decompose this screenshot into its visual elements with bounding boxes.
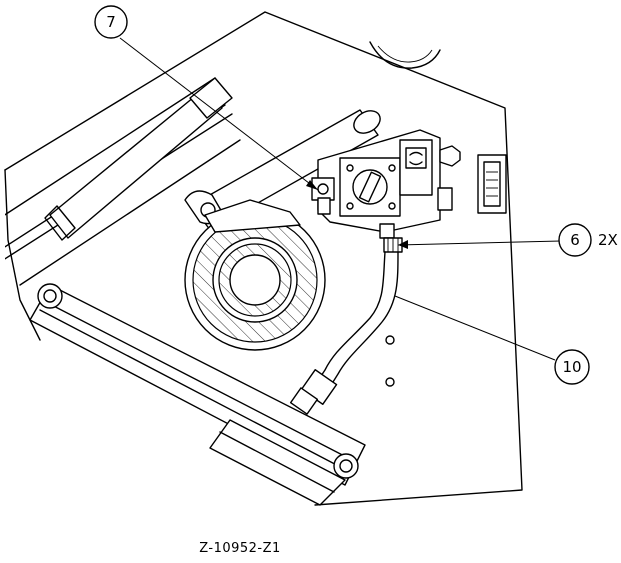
callout-10: 10 <box>554 349 590 385</box>
drive-hub <box>184 199 326 351</box>
leader-lines <box>119 37 562 361</box>
connector-box <box>477 154 507 214</box>
hose-assembly <box>289 223 403 415</box>
bolt-lower-left <box>37 283 63 309</box>
leader-10 <box>394 295 556 361</box>
leader-6 <box>397 240 562 246</box>
callout-6-label: 6 <box>570 231 580 249</box>
callout-7-label: 7 <box>106 13 116 31</box>
valve-block <box>311 129 461 233</box>
callout-10-label: 10 <box>562 358 581 376</box>
callout-7: 7 <box>94 5 128 39</box>
lower-strut <box>29 283 366 506</box>
bolt-lower-right <box>333 453 359 479</box>
support-arm <box>184 109 381 231</box>
callout-6-qty: 2X <box>598 231 618 249</box>
leader-7 <box>119 37 319 191</box>
drawing-number: Z-10952-Z1 <box>199 541 281 556</box>
hydraulic-cylinder <box>44 77 233 241</box>
callout-6: 6 2X <box>558 223 618 257</box>
